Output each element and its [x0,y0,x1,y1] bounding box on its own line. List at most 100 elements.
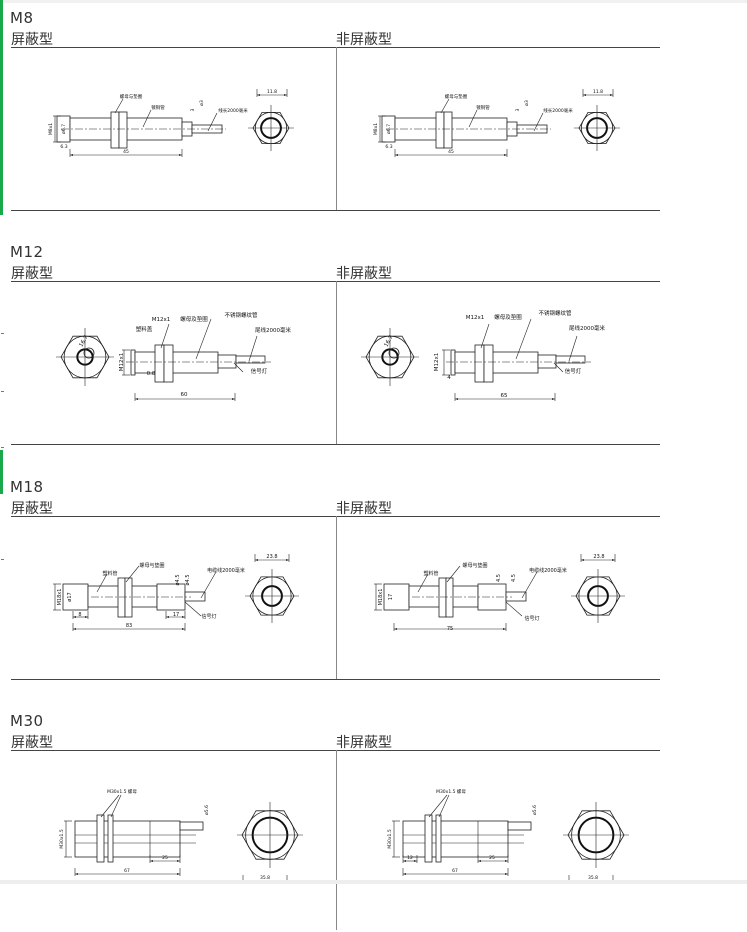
nut [438,577,447,618]
leader-line [446,565,461,583]
nut [424,814,433,863]
dimension-arrow [403,860,417,862]
margin-tick [1,391,4,392]
drawing-label: 11.8 [593,89,603,95]
non-shielded-subtitle: 非屏蔽型 [336,32,392,48]
leader-line [440,98,450,114]
drawing-label: 75 [447,626,453,632]
nut [435,814,442,863]
washer [163,344,174,383]
drawing-label: 线长2000毫米 [543,107,573,114]
cable [507,821,532,831]
leader-line [142,109,152,128]
drawing-label: 25 [489,855,495,861]
drawing-label: 8 [78,612,81,618]
drawing-label: 螺母与垫圈 [139,562,164,569]
shielded-subtitle: 屏蔽型 [11,501,53,517]
drawing-label: 67 [452,868,458,874]
margin-tick [1,559,4,560]
leader-line [521,571,538,599]
sensor-body [454,351,539,374]
leader-line [515,318,532,360]
drawing-label: 25 [162,855,168,861]
drawing-label: M8x1 [373,123,379,135]
non-shielded-subtitle: 非屏蔽型 [336,266,392,282]
front-cap [130,349,136,376]
dimension-arrow [478,860,508,862]
table-divider [336,516,337,679]
drawing-label: 67 [124,868,130,874]
non-shielded-subtitle: 非屏蔽型 [336,735,392,751]
drawing-label: ø6.7 [386,124,392,134]
leader-line [160,323,170,349]
drawing-label: ø4.5 [175,574,181,585]
leader-line [110,794,122,818]
drawing-label: 23.8 [593,554,604,560]
drawing-label: 3 [515,108,521,111]
nut [110,111,120,149]
drawing-label: 塑料管 [102,570,117,577]
non-shielded-subtitle: 非屏蔽型 [336,501,392,517]
dimension-arrow [73,616,88,618]
indicator-circle [388,347,400,359]
rear-cap [217,354,237,369]
rear-cap [537,354,557,369]
section-marker-bar [0,450,3,494]
drawing-label: 4.5 [511,574,517,582]
table-divider [336,750,337,930]
section-title: M30 [10,712,44,730]
table-top-border [11,750,660,751]
bottom-edge [0,880,747,884]
drawing-label: ø5.6 [532,805,538,815]
nut [107,814,114,863]
leader-line [505,601,523,617]
cable [179,821,204,831]
front-cap [62,583,89,611]
table-bottom-border [11,210,660,211]
table-bottom-border [11,444,660,445]
drawing-label: 35.8 [260,875,270,881]
shielded-subtitle: 屏蔽型 [11,735,53,751]
drawing-label: ø3 [524,100,530,106]
cable [505,591,527,602]
leader-line [553,362,564,373]
washer [118,111,128,149]
washer [483,344,494,383]
drawing-label: 电缆线2000毫米 [207,567,245,574]
nut [474,344,485,383]
drawing-label: 线长2000毫米 [218,107,248,114]
nut [96,814,105,863]
leader-line [533,112,544,132]
table-divider [336,47,337,210]
dimension-arrow [257,94,287,96]
sensor-body [134,351,219,374]
leader-line [468,109,478,128]
drawing-label: 尾线2000毫米 [569,324,605,332]
drawing-label: M12x1 [466,315,485,321]
section-marker-bar [0,0,3,215]
leader-line [96,573,108,593]
drawing-label: ø5.6 [204,805,210,815]
drawing-label: 不锈钢螺纹管 [224,311,258,319]
drawing-label: 23.8 [266,554,277,560]
washer [445,577,454,618]
leader-line [248,335,258,362]
margin-tick [1,447,4,448]
leader-line [428,794,448,818]
drawing-label: ø6.7 [61,124,67,134]
drawing-label: 4.5 [496,574,502,582]
washer [124,577,133,618]
cable [184,591,206,602]
